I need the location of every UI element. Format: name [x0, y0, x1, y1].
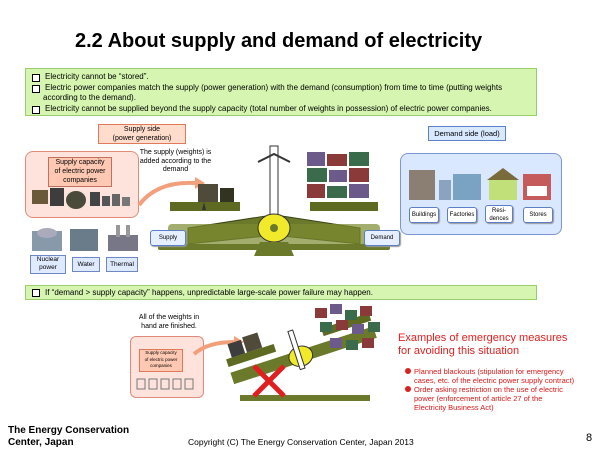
- demand-load-stack-icon: [307, 152, 369, 198]
- emergency-item-1: Planned blackouts (stipulation for emerg…: [405, 367, 595, 385]
- demand-item-factories: Factories: [447, 207, 477, 223]
- weights-finished-note: All of the weights in hand are finished.: [138, 314, 200, 330]
- weights-stock-icon: [32, 188, 130, 209]
- note-line-1: Electricity cannot be “stored”.: [45, 72, 149, 81]
- demand-buildings-icon: [409, 168, 551, 200]
- demand-item-residences: Resi-dences: [485, 205, 513, 223]
- checkbox-icon: [32, 84, 40, 93]
- power-plants-icon: [32, 225, 138, 251]
- key-points-box: Electricity cannot be “stored”. Electric…: [25, 68, 537, 116]
- footer-org: The Energy Conservation Center, Japan: [8, 425, 130, 448]
- checkbox-icon: [32, 105, 40, 114]
- weights-note: The supply (weights) is added according …: [139, 149, 212, 173]
- demand-pile-icon: [315, 304, 380, 350]
- demand-label: Demand: [364, 230, 400, 246]
- warning-text: If “demand > supply capacity” happens, u…: [45, 287, 373, 297]
- emergency-title: Examples of emergency measures for avoid…: [398, 332, 568, 357]
- checkbox-icon: [32, 288, 40, 297]
- demand-item-stores: Stores: [523, 207, 553, 223]
- source-water: Water: [72, 257, 100, 272]
- page-title: 2.2 About supply and demand of electrici…: [75, 30, 483, 52]
- demand-side-panel: Buildings Factories Resi-dences Stores: [400, 153, 562, 235]
- red-x-icon: [252, 364, 286, 398]
- demand-item-buildings: Buildings: [409, 207, 439, 223]
- note-line-2-cont: according to the demand).: [43, 93, 136, 102]
- footer-copyright: Copyright (C) The Energy Conservation Ce…: [188, 437, 414, 447]
- small-supply-capacity-label: Supply capacity of electric power compan…: [139, 349, 183, 372]
- tilted-balance-illustration: [226, 304, 380, 401]
- checkbox-icon: [32, 74, 40, 82]
- demand-side-label: Demand side (load): [428, 126, 506, 141]
- supply-label: Supply: [150, 230, 186, 246]
- empty-weights-icon: [136, 378, 194, 390]
- warning-box: If “demand > supply capacity” happens, u…: [25, 285, 537, 300]
- note-line-3: Electricity cannot be supplied beyond th…: [45, 103, 492, 113]
- supply-capacity-panel: Supply capacity of electric power compan…: [25, 151, 139, 218]
- source-thermal: Thermal: [106, 257, 138, 272]
- page-number: 8: [586, 432, 593, 444]
- small-supply-capacity-panel: Supply capacity of electric power compan…: [130, 336, 204, 398]
- note-line-2: Electric power companies match the suppl…: [45, 82, 503, 92]
- balance-scale-illustration: [158, 145, 390, 256]
- arrow-icon: [137, 177, 205, 207]
- emergency-item-2: Order asking restriction on the use of e…: [405, 385, 595, 412]
- supply-side-label: Supply side (power generation): [98, 124, 186, 144]
- source-nuclear: Nuclear power: [30, 255, 66, 274]
- emergency-list: Planned blackouts (stipulation for emerg…: [405, 367, 595, 412]
- bullet-icon: [405, 368, 411, 374]
- supply-capacity-label: Supply capacity of electric power compan…: [48, 157, 112, 187]
- bullet-icon: [405, 386, 411, 392]
